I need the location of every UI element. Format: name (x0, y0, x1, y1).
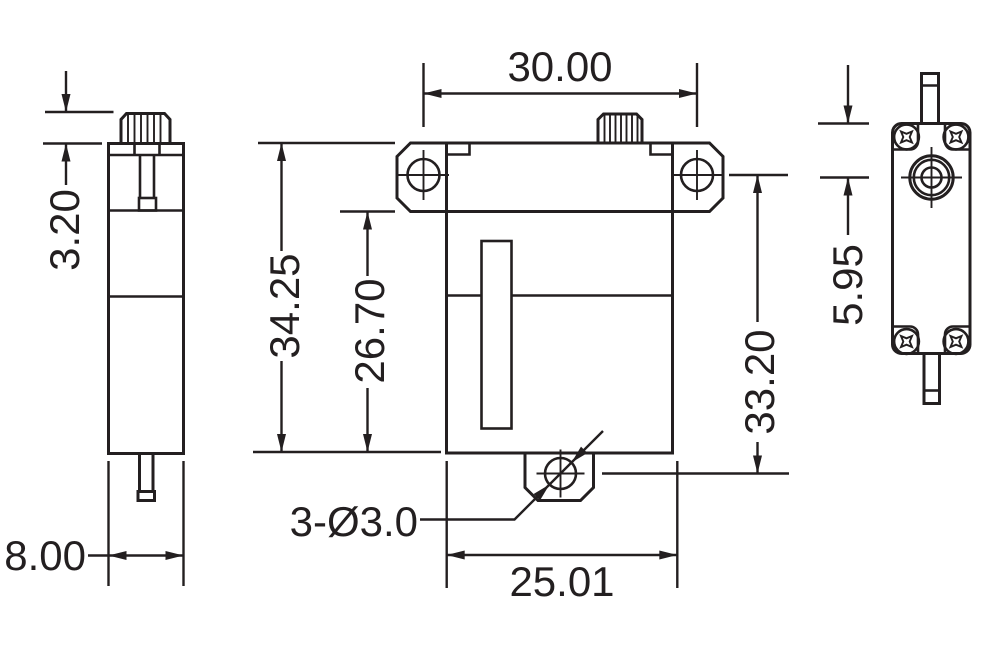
arrowhead (843, 105, 853, 124)
front-body (445, 141, 674, 455)
dim-hole-callout-label: 3-Ø3.0 (290, 498, 418, 545)
side-spline-shaft (119, 112, 172, 144)
dim-body-width: 25.01 (445, 461, 679, 605)
end-body (891, 122, 972, 355)
arrowhead (679, 89, 697, 98)
front-notch-left (446, 143, 471, 156)
dim-hole-callout: 3-Ø3.0 (290, 430, 604, 545)
arrowhead (108, 551, 127, 560)
side-bottom-tab (138, 452, 155, 493)
dim-height-overall-label: 34.25 (261, 253, 308, 358)
arrowhead (843, 177, 853, 196)
front-mount-hole-left (398, 150, 449, 200)
arrowhead (423, 89, 442, 98)
arrowhead (571, 446, 588, 463)
end-screw-top-left (892, 123, 921, 151)
dim-shaft-offset: 5.95 (818, 65, 871, 326)
end-output-shaft (901, 147, 962, 208)
front-slot (480, 239, 513, 430)
side-shaft-step (137, 196, 158, 212)
dim-height-overall: 34.25 (253, 141, 441, 454)
arrowhead (363, 434, 372, 452)
arrowhead (61, 94, 71, 112)
dim-height-below-flange-label: 26.70 (346, 278, 393, 383)
side-body (107, 142, 185, 455)
end-screw-top-right (942, 123, 970, 151)
side-shaft-channel (138, 155, 156, 198)
arrowhead (363, 211, 372, 230)
front-spline-shaft (596, 112, 644, 143)
end-screw-bottom-left (892, 327, 921, 356)
arrowhead (277, 434, 286, 452)
dim-body-width-label: 25.01 (509, 558, 614, 605)
front-notch-right (649, 143, 673, 156)
dim-hole-span-width: 30.00 (422, 43, 699, 127)
arrowhead (753, 175, 762, 193)
end-top-tab (920, 72, 940, 124)
extension-line (107, 461, 185, 586)
dim-hole-span-height-label: 33.20 (736, 329, 783, 434)
front-mount-hole-right (671, 150, 723, 200)
end-screw-bottom-right (942, 327, 970, 356)
dim-shaft-offset-label: 5.95 (824, 244, 871, 326)
end-view (891, 72, 972, 405)
dim-hole-span-height: 33.20 (602, 173, 789, 475)
extension-line (445, 461, 679, 588)
dim-spline-height-label: 3.20 (41, 189, 88, 271)
arrowhead (165, 551, 184, 560)
front-spline-ridges (603, 114, 639, 143)
dim-hole-span-width-label: 30.00 (507, 43, 612, 90)
side-bottom-tab-foot (136, 490, 156, 502)
front-bottom-tab (523, 453, 595, 502)
arrowhead (446, 550, 465, 560)
dim-spline-height: 3.20 (41, 71, 114, 271)
extension-line (422, 63, 699, 127)
arrowhead (753, 455, 762, 474)
side-spline-ridges (127, 113, 162, 144)
front-view (395, 112, 725, 502)
arrowhead (61, 143, 71, 162)
arrowhead (533, 484, 550, 501)
side-spline-collar (133, 143, 161, 155)
arrowhead (277, 143, 286, 161)
dim-thickness: 8.00 (4, 461, 185, 586)
end-bottom-tab (922, 353, 941, 405)
dim-height-below-flange: 26.70 (340, 210, 395, 452)
dim-thickness-label: 8.00 (4, 532, 86, 579)
side-view (107, 112, 185, 502)
arrowhead (659, 550, 678, 560)
